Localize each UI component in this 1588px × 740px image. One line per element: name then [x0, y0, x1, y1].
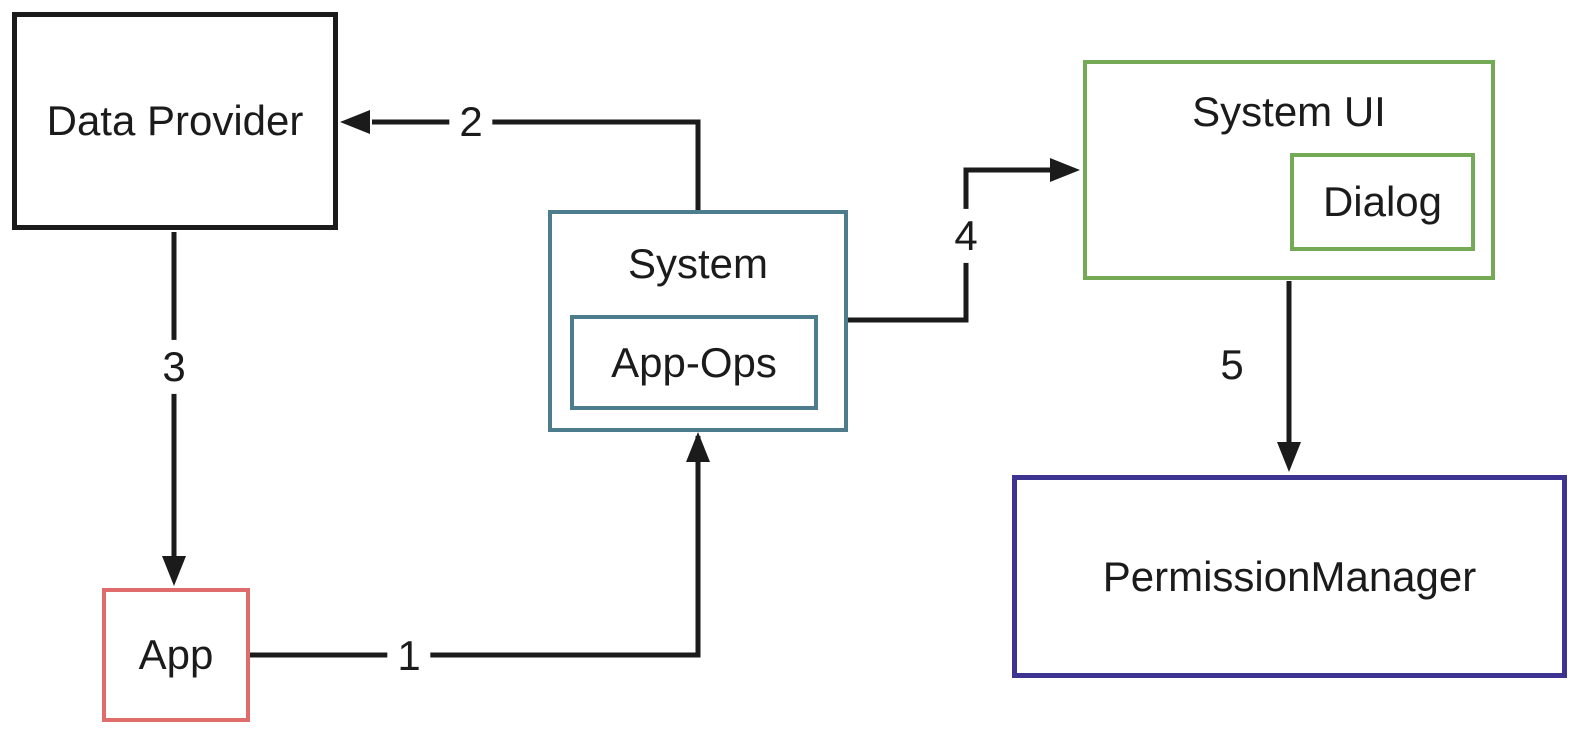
- arrow-1-line: [250, 436, 701, 658]
- app-label: App: [138, 631, 214, 678]
- permission-manager-node: PermissionManager: [1012, 475, 1567, 678]
- arrow-2-system-to-data-provider: [340, 110, 701, 210]
- system-label: System: [627, 240, 769, 287]
- edge-label-2: 2: [449, 94, 493, 150]
- arrow-1-app-to-system: [250, 432, 710, 658]
- edge-label-5: 5: [1210, 337, 1254, 393]
- arrow-2-line: [372, 119, 701, 210]
- arrowhead-right-icon: [1050, 158, 1080, 182]
- data-provider-label: Data Provider: [46, 97, 304, 144]
- arrow-3-data-provider-to-app: [162, 232, 186, 586]
- arrowhead-up-icon: [686, 432, 710, 462]
- app-node: App: [102, 588, 250, 722]
- system-node: System App-Ops: [548, 210, 848, 432]
- dialog-label: Dialog: [1322, 178, 1443, 225]
- edge-label-3: 3: [152, 339, 196, 395]
- data-provider-node: Data Provider: [12, 12, 338, 230]
- arrow-5-system-ui-to-permission-manager: [1277, 281, 1301, 472]
- dialog-node: Dialog: [1290, 153, 1475, 251]
- edge-label-1: 1: [387, 628, 431, 684]
- edge-label-4: 4: [944, 208, 988, 264]
- app-ops-label: App-Ops: [611, 338, 777, 386]
- system-ui-node: System UI Dialog: [1083, 60, 1495, 280]
- arrowhead-left-icon: [340, 110, 370, 134]
- permission-manager-label: PermissionManager: [1102, 552, 1477, 600]
- arrowhead-down-icon: [1277, 442, 1301, 472]
- arrowhead-down-icon: [162, 556, 186, 586]
- system-ui-label: System UI: [1192, 88, 1386, 135]
- app-ops-node: App-Ops: [570, 315, 818, 410]
